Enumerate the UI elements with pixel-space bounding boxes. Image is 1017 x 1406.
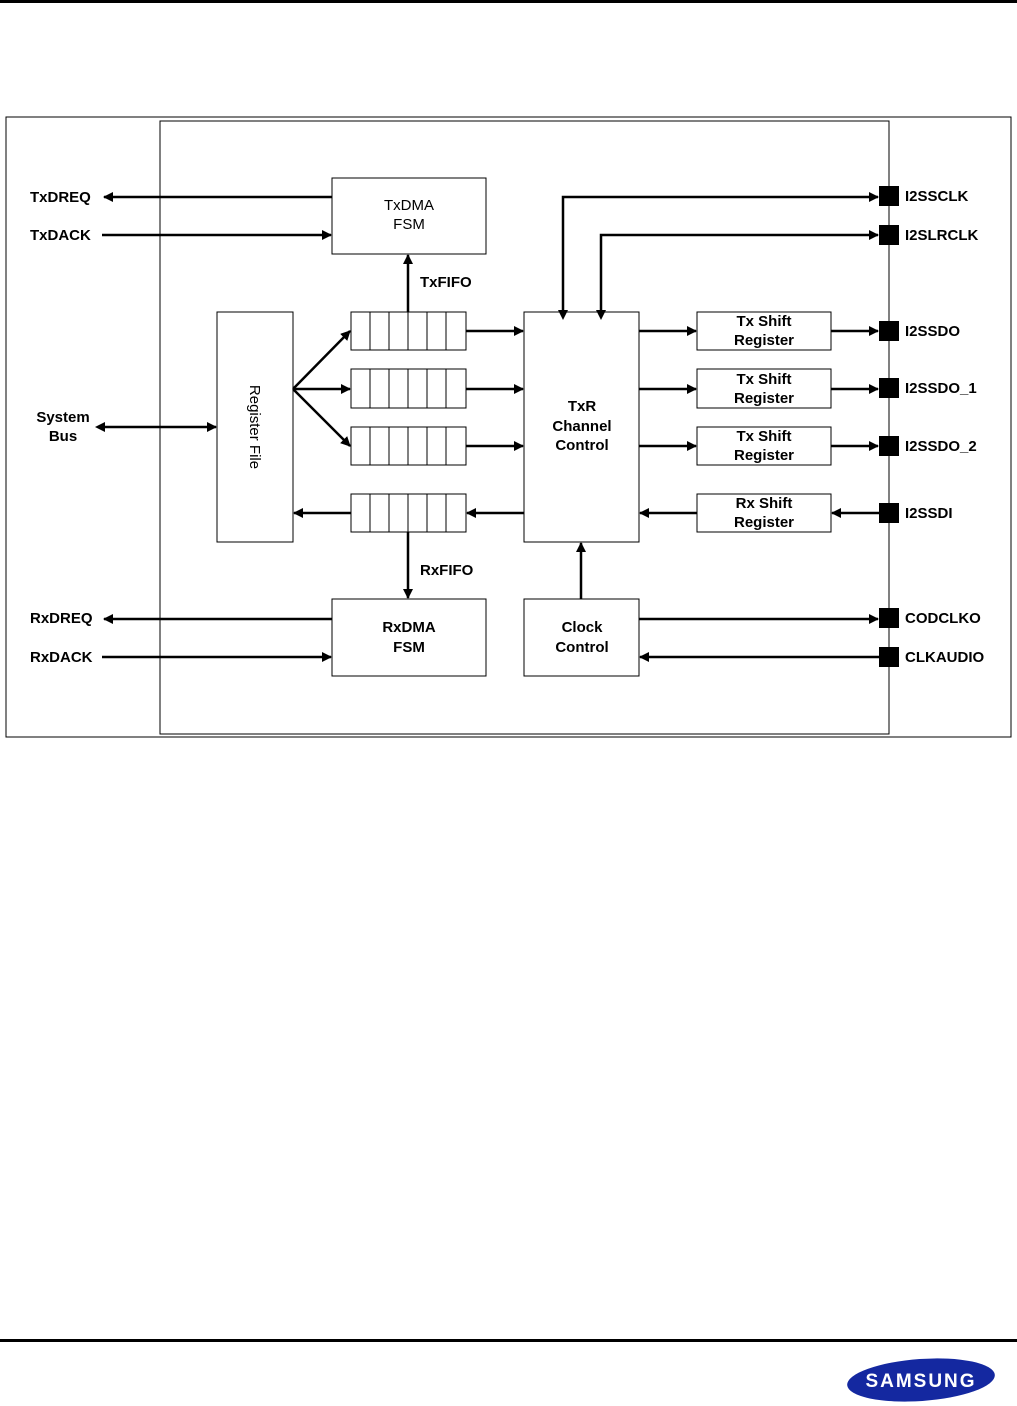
label-tx-shift-2b: Register <box>734 390 794 407</box>
pin-clkaudio <box>879 647 899 667</box>
label-rxdreq: RxDREQ <box>30 610 93 627</box>
label-i2ssdi: I2SSDI <box>905 505 953 522</box>
label-system-bus-2: Bus <box>49 428 77 445</box>
samsung-logo: SAMSUNG <box>845 1355 997 1405</box>
rx-fifo <box>351 494 466 532</box>
tx-fifo-2 <box>351 369 466 408</box>
label-i2ssdo-1: I2SSDO_1 <box>905 380 977 397</box>
pin-i2ssdo-2 <box>879 436 899 456</box>
label-i2ssdo-2: I2SSDO_2 <box>905 438 977 455</box>
pin-i2ssdo <box>879 321 899 341</box>
label-txfifo: TxFIFO <box>420 274 472 291</box>
label-txr-2: Channel <box>552 418 611 435</box>
label-tx-shift-3b: Register <box>734 447 794 464</box>
label-rxfifo: RxFIFO <box>420 562 474 579</box>
label-tx-shift-1b: Register <box>734 332 794 349</box>
pin-i2ssdo-1 <box>879 378 899 398</box>
tx-fifo-3 <box>351 427 466 465</box>
label-system-bus-1: System <box>36 409 89 426</box>
label-i2ssclk: I2SSCLK <box>905 188 969 205</box>
label-tx-shift-3a: Tx Shift <box>737 428 792 445</box>
pin-i2ssclk <box>879 186 899 206</box>
pin-i2ssdi <box>879 503 899 523</box>
rxdma-fsm-block <box>332 599 486 676</box>
pin-i2slrclk <box>879 225 899 245</box>
label-rx-shift-b: Register <box>734 514 794 531</box>
label-txdack: TxDACK <box>30 227 91 244</box>
pin-codclko <box>879 608 899 628</box>
label-txdma-2: FSM <box>393 216 425 233</box>
label-txr-3: Control <box>555 437 608 454</box>
label-txdma-1: TxDMA <box>384 197 434 214</box>
arrow-i2ssclk <box>563 197 878 311</box>
clock-control-block <box>524 599 639 676</box>
label-txr-1: TxR <box>568 398 597 415</box>
tx-fifo-1 <box>351 312 466 350</box>
label-tx-shift-1a: Tx Shift <box>737 313 792 330</box>
label-rxdack: RxDACK <box>30 649 93 666</box>
label-clock-1: Clock <box>562 619 604 636</box>
arrow-i2slrclk <box>601 235 878 311</box>
label-codclko: CODCLKO <box>905 610 981 627</box>
label-i2slrclk: I2SLRCLK <box>905 227 979 244</box>
label-rxdma-2: FSM <box>393 639 425 656</box>
label-txdreq: TxDREQ <box>30 189 91 206</box>
arrow-regfile-fifo-3 <box>293 389 350 446</box>
label-i2ssdo: I2SSDO <box>905 323 960 340</box>
arrow-regfile-fifo-1 <box>293 331 350 389</box>
label-rx-shift-a: Rx Shift <box>736 495 793 512</box>
label-register-file: Register File <box>246 385 263 469</box>
label-tx-shift-2a: Tx Shift <box>737 371 792 388</box>
label-rxdma-1: RxDMA <box>382 619 436 636</box>
label-clkaudio: CLKAUDIO <box>905 649 984 666</box>
label-clock-2: Control <box>555 639 608 656</box>
samsung-logo-text: SAMSUNG <box>865 1371 976 1392</box>
